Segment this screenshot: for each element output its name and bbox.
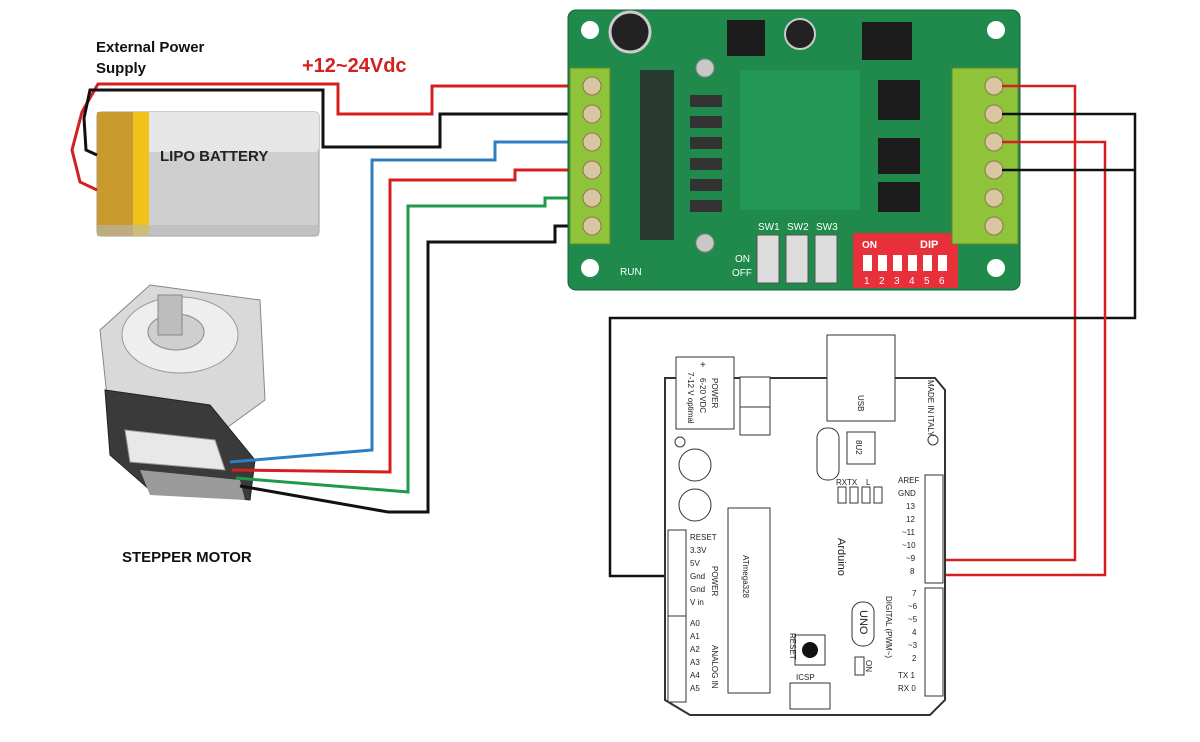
left-terminal-screws	[582, 76, 602, 236]
sw1-label: SW1	[758, 222, 780, 233]
analog-header-labels: A0 A1 A2 A3 A4 A5	[690, 619, 700, 693]
pin-label: 12	[906, 515, 915, 524]
pin-label: 7	[912, 589, 917, 598]
pin-label: RESET	[690, 533, 717, 542]
pin-label: A3	[690, 658, 700, 667]
stepper-motor	[99, 284, 266, 501]
icsp-label: ICSP	[796, 673, 815, 682]
pin-label: ~11	[902, 528, 916, 537]
digital-header-title: DIGITAL (PWM~)	[884, 596, 893, 658]
pin-label: 13	[906, 502, 915, 511]
dip-on-label: ON	[862, 240, 877, 251]
pin-label: A4	[690, 671, 700, 680]
on-led-label: ON	[864, 660, 873, 672]
dip-number: 4	[909, 276, 915, 287]
dip-label: DIP	[920, 239, 938, 251]
analog-header-title: ANALOG IN	[710, 645, 719, 689]
pin-label: TX 1	[898, 671, 915, 680]
power-vdc-label: 6-20 VDC	[698, 378, 707, 413]
pin-label: 2	[912, 654, 917, 663]
pin-label: 8	[910, 567, 915, 576]
atmega-label: ATmega328	[741, 555, 750, 599]
pin-label: ~3	[908, 641, 918, 650]
motor-wires	[229, 140, 595, 514]
pin-label: A0	[690, 619, 700, 628]
pin-label: ~5	[908, 615, 918, 624]
pin-label: 3.3V	[690, 546, 707, 555]
pin-label: Gnd	[690, 585, 705, 594]
power-plus-label: +	[700, 360, 706, 371]
pin-label: GND	[898, 489, 916, 498]
uno-label: UNO	[857, 610, 869, 635]
power-header-labels: RESET 3.3V 5V Gnd Gnd V in	[690, 533, 717, 607]
digital-header-labels-lower: 7 ~6 ~5 4 ~3 2 TX 1 RX 0	[898, 589, 918, 693]
dip-number: 3	[894, 276, 900, 287]
usb-label: USB	[856, 395, 865, 411]
power-header-title: POWER	[710, 566, 719, 596]
signal-wires	[608, 84, 1137, 578]
pin-label: ~6	[908, 602, 918, 611]
mount-hole-icon	[987, 259, 1005, 277]
run-label: RUN	[620, 267, 642, 278]
dip-number: 5	[924, 276, 930, 287]
pin-label: 4	[912, 628, 917, 637]
stepper-driver-board	[567, 9, 1021, 291]
digital-header-labels-upper: AREF GND 13 12 ~11 ~10 ~9 8	[898, 476, 919, 576]
dip-number: 2	[879, 276, 885, 287]
dip-number: 6	[939, 276, 945, 287]
power-optimal-label: 7-12 V optimal	[686, 372, 695, 424]
right-terminal-screws	[984, 76, 1004, 236]
stepper-motor-label: STEPPER MOTOR	[122, 549, 252, 566]
pin-label: V in	[690, 598, 704, 607]
capacitor-icon	[608, 10, 652, 54]
reset-button-icon	[802, 642, 818, 658]
pin-label: ~10	[902, 541, 916, 550]
made-in-label: MADE IN ITALY	[926, 380, 935, 437]
pin-label: A1	[690, 632, 700, 641]
sw3-label: SW3	[816, 222, 838, 233]
mount-hole-icon	[987, 21, 1005, 39]
arduino-logo-label: Arduino	[835, 538, 847, 576]
lipo-battery	[96, 111, 320, 237]
arduino-board	[664, 334, 946, 716]
capacitor-icon	[784, 18, 816, 50]
on-label: ON	[735, 254, 750, 265]
supply-label: Supply	[96, 60, 147, 77]
sw2-label: SW2	[787, 222, 809, 233]
chip-8u2-label: 8U2	[854, 440, 863, 455]
mount-hole-icon	[581, 21, 599, 39]
pin-label: A2	[690, 645, 700, 654]
dip-numbers: 1 2 3 4 5 6	[864, 276, 945, 287]
pin-label: A5	[690, 684, 700, 693]
dip-number: 1	[864, 276, 870, 287]
l-led-label: L	[866, 478, 871, 487]
mount-hole-icon	[581, 259, 599, 277]
voltage-label: +12~24Vdc	[302, 55, 407, 77]
power-jack-label: POWER	[710, 378, 719, 408]
rx-led-label: RX	[836, 478, 848, 487]
pin-label: 5V	[690, 559, 700, 568]
reset-label: RESET	[788, 633, 797, 660]
pin-label: AREF	[898, 476, 919, 485]
pin-label: ~9	[906, 554, 916, 563]
power-wires	[70, 82, 595, 192]
battery-label: LIPO BATTERY	[160, 148, 268, 165]
external-power-label: External Power	[96, 39, 205, 56]
pin-label: RX 0	[898, 684, 916, 693]
tx-led-label: TX	[847, 478, 858, 487]
pin-label: Gnd	[690, 572, 705, 581]
off-label: OFF	[732, 268, 752, 279]
